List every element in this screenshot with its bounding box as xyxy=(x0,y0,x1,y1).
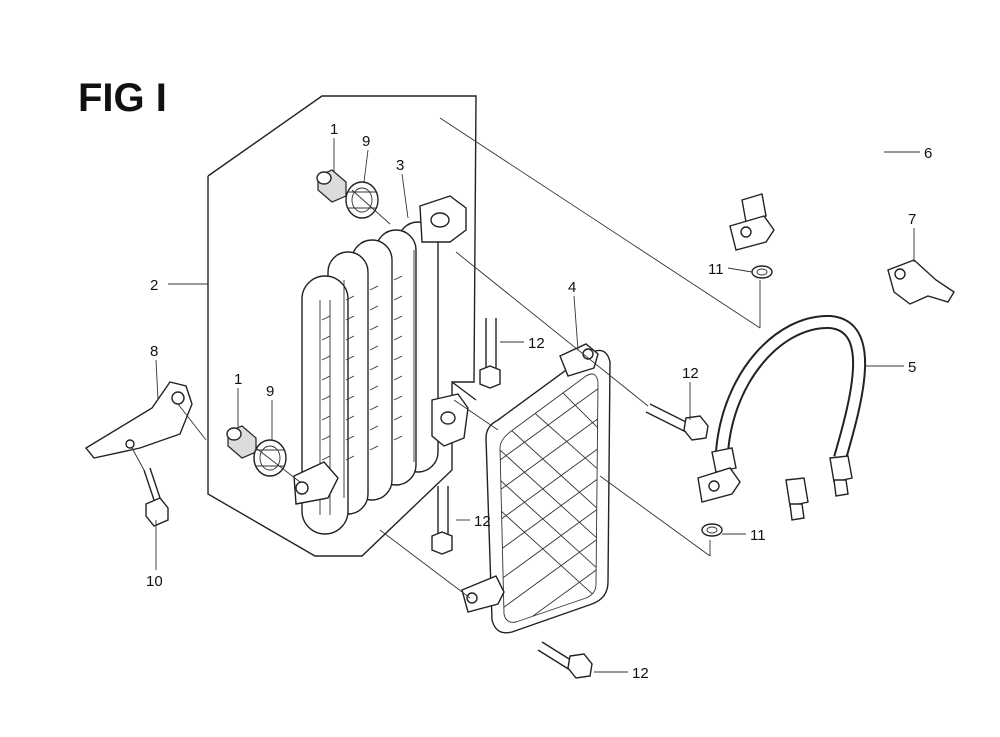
callout-11-upper: 11 xyxy=(708,261,724,278)
hose-6 xyxy=(729,80,886,521)
grommet-upper xyxy=(345,181,379,219)
callout-2: 2 xyxy=(150,277,158,294)
callout-12-upper: 12 xyxy=(528,335,545,352)
callout-7: 7 xyxy=(908,211,916,228)
bolt-12-b xyxy=(645,403,709,441)
callout-6: 6 xyxy=(924,145,932,162)
stay-bracket xyxy=(84,381,193,459)
callout-12-bottom: 12 xyxy=(632,665,649,682)
figure-title: FIG I xyxy=(78,76,167,120)
bolt-12-d xyxy=(537,641,593,679)
callout-labels: 1 9 3 2 8 1 9 10 12 4 12 12 12 6 7 11 5 … xyxy=(146,121,932,682)
assembly-guide-lines xyxy=(131,117,761,599)
o-ring-11-lower xyxy=(701,523,723,537)
callout-12-right: 12 xyxy=(682,365,699,382)
callout-9-upper: 9 xyxy=(362,133,370,150)
bolt-10 xyxy=(143,467,169,527)
collar-upper xyxy=(316,169,347,203)
hose-clip-7 xyxy=(887,259,955,305)
callout-3: 3 xyxy=(396,157,404,174)
callout-1-lower: 1 xyxy=(234,371,242,388)
callout-10: 10 xyxy=(146,573,163,590)
hose-5 xyxy=(697,314,866,503)
collar-lower xyxy=(226,425,257,459)
grommet-lower xyxy=(253,439,287,477)
callout-8: 8 xyxy=(150,343,158,360)
o-ring-11-upper xyxy=(751,265,773,279)
oil-cooler-core xyxy=(293,195,469,535)
callout-11-lower: 11 xyxy=(750,527,766,544)
callout-9-lower: 9 xyxy=(266,383,274,400)
callout-12-lower: 12 xyxy=(474,513,491,530)
callout-4: 4 xyxy=(568,279,576,296)
bolt-12-a xyxy=(479,318,501,389)
screen-guard xyxy=(461,343,611,634)
callout-5: 5 xyxy=(908,359,916,376)
bolt-12-c xyxy=(431,486,453,555)
callout-leaders xyxy=(155,138,920,673)
callout-1-upper: 1 xyxy=(330,121,338,138)
